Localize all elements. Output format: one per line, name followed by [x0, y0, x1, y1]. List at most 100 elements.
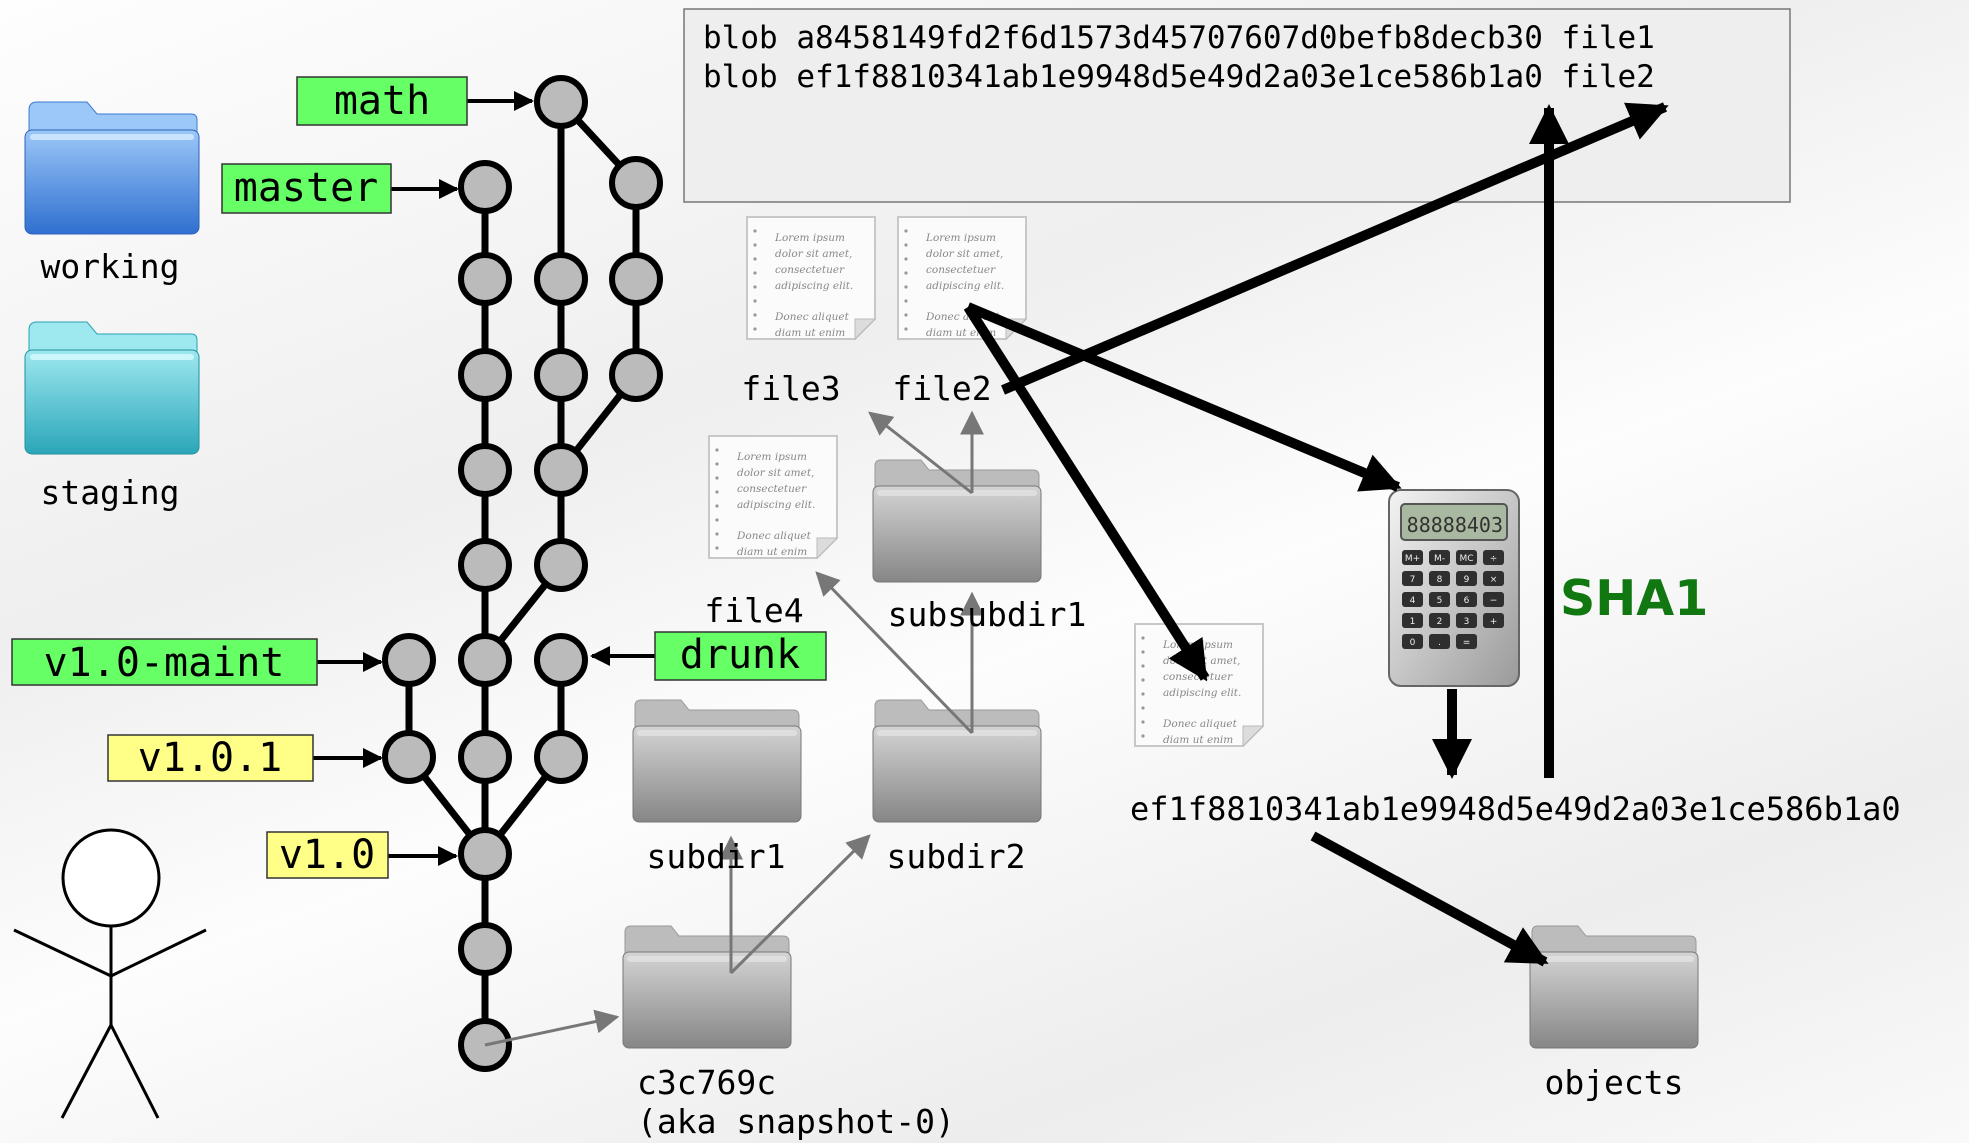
- ref-math-label: math: [334, 78, 430, 124]
- doc-text: Donec aliquet: [1162, 718, 1238, 730]
- calculator-key-label: 3: [1464, 617, 1470, 627]
- calculator-key[interactable]: 5: [1429, 592, 1450, 607]
- doc-text: adipiscing elit.: [926, 280, 1004, 292]
- calculator-key[interactable]: 3: [1456, 613, 1477, 628]
- calculator-key[interactable]: MC: [1456, 550, 1477, 565]
- doc-text: diam ut enim: [737, 546, 807, 558]
- calculator-key-label: 8: [1437, 575, 1443, 585]
- commit-alias-label: (aka snapshot-0): [637, 1102, 955, 1141]
- doc-text: adipiscing elit.: [775, 280, 853, 292]
- commit-node[interactable]: [534, 633, 588, 687]
- file4-document-icon[interactable]: Lorem ipsum dolor sit amet, consectetuer…: [708, 435, 838, 559]
- calculator-key-label: 0: [1410, 638, 1416, 648]
- ref-v1-0-maint[interactable]: v1.0-maint: [11, 638, 318, 686]
- blob-line-1: blob a8458149fd2f6d1573d45707607d0befb8d…: [703, 20, 1655, 56]
- doc-text: Lorem ipsum: [774, 232, 845, 244]
- calculator-key[interactable]: 8: [1429, 571, 1450, 586]
- commit-node[interactable]: [534, 252, 588, 306]
- subsubdir1-label: subsubdir1: [888, 595, 1087, 634]
- doc-text: dolor sit amet,: [737, 467, 814, 479]
- commit-id-label: c3c769c: [637, 1063, 776, 1102]
- commit-graph-edges: [405, 98, 640, 1049]
- calculator-key-label: 6: [1464, 596, 1470, 606]
- objects-label: objects: [1544, 1063, 1683, 1102]
- commit-node[interactable]: [458, 538, 512, 592]
- commit-node[interactable]: [534, 348, 588, 402]
- staging-label: staging: [40, 473, 179, 512]
- calculator-key[interactable]: 0: [1402, 634, 1423, 649]
- doc-text: Donec aliquet: [736, 530, 812, 542]
- doc-text: Donec aliquet: [774, 311, 850, 323]
- commit-node[interactable]: [458, 443, 512, 497]
- ref-drunk[interactable]: drunk: [654, 631, 827, 681]
- tag-v1-0[interactable]: v1.0: [266, 831, 389, 879]
- calculator-key-label: .: [1438, 638, 1441, 648]
- commit-node[interactable]: [458, 252, 512, 306]
- calculator-key-label: 5: [1437, 596, 1443, 606]
- file3-document-icon[interactable]: Lorem ipsum dolor sit amet, consectetuer…: [746, 216, 876, 340]
- tag-v1-0-1[interactable]: v1.0.1: [107, 734, 314, 782]
- doc-text: consectetuer: [926, 264, 996, 276]
- objects-folder-icon[interactable]: [1529, 925, 1699, 1049]
- calculator-key-label: MC: [1459, 554, 1473, 564]
- calculator-key-label: M+: [1405, 554, 1420, 564]
- ref-math[interactable]: math: [296, 76, 468, 126]
- commit-tree-folder-icon[interactable]: [622, 925, 792, 1049]
- commit-node[interactable]: [458, 922, 512, 976]
- calculator-key[interactable]: +: [1483, 613, 1504, 628]
- calculator-key[interactable]: 4: [1402, 592, 1423, 607]
- commit-node[interactable]: [534, 75, 588, 129]
- commit-node[interactable]: [534, 443, 588, 497]
- calculator-key[interactable]: 1: [1402, 613, 1423, 628]
- subsubdir1-folder-icon[interactable]: [872, 459, 1042, 583]
- commit-node[interactable]: [458, 730, 512, 784]
- calculator-key[interactable]: −: [1483, 592, 1504, 607]
- commit-node[interactable]: [382, 633, 436, 687]
- calculator-key-label: ×: [1490, 575, 1498, 585]
- commit-node[interactable]: [534, 538, 588, 592]
- subdir1-folder-icon[interactable]: [632, 699, 802, 823]
- blob-line-2: blob ef1f8810341ab1e9948d5e49d2a03e1ce58…: [703, 59, 1655, 95]
- calculator-key-label: 2: [1437, 617, 1443, 627]
- commit-node[interactable]: [458, 348, 512, 402]
- file4-label: file4: [704, 591, 803, 630]
- ref-master[interactable]: master: [221, 163, 392, 214]
- commit-node[interactable]: [458, 633, 512, 687]
- user-stick-figure-icon: [13, 828, 207, 1119]
- calculator-key[interactable]: M+: [1402, 550, 1423, 565]
- calculator-key[interactable]: 2: [1429, 613, 1450, 628]
- blob-box: [683, 8, 1791, 203]
- commit-nodes: [382, 75, 663, 1072]
- commit-node[interactable]: [458, 827, 512, 881]
- calculator-keypad: M+ M- MC ÷ 7 8 9 × 4 5 6 − 1 2 3 +0. =: [1402, 550, 1504, 649]
- commit-node[interactable]: [609, 156, 663, 210]
- calculator-key[interactable]: ×: [1483, 571, 1504, 586]
- commit-node[interactable]: [609, 348, 663, 402]
- calculator-key[interactable]: =: [1456, 634, 1477, 649]
- commit-node[interactable]: [609, 252, 663, 306]
- calculator-key[interactable]: 9: [1456, 571, 1477, 586]
- blob-document-icon[interactable]: Lorem ipsum dolor sit amet, consectetuer…: [1134, 623, 1264, 747]
- ref-drunk-label: drunk: [680, 632, 800, 678]
- working-folder-icon[interactable]: [24, 101, 200, 235]
- hash-label: ef1f8810341ab1e9948d5e49d2a03e1ce586b1a0: [1130, 790, 1901, 828]
- calculator-key[interactable]: 7: [1402, 571, 1423, 586]
- calculator-key[interactable]: 6: [1456, 592, 1477, 607]
- calculator-key-label: 4: [1410, 596, 1416, 606]
- doc-text: diam ut enim: [775, 327, 845, 339]
- doc-text: diam ut enim: [1163, 734, 1233, 746]
- calculator-key[interactable]: M-: [1429, 550, 1450, 565]
- commit-node[interactable]: [382, 730, 436, 784]
- staging-folder-icon[interactable]: [24, 321, 200, 455]
- calculator-key[interactable]: ÷: [1483, 550, 1504, 565]
- commit-node[interactable]: [458, 160, 512, 214]
- ref-v1-0-maint-label: v1.0-maint: [44, 640, 285, 686]
- calculator-key-label: 9: [1464, 575, 1470, 585]
- doc-text: Lorem ipsum: [736, 451, 807, 463]
- file3-label: file3: [741, 369, 840, 408]
- commit-node[interactable]: [534, 730, 588, 784]
- calculator-key[interactable]: .: [1429, 634, 1450, 649]
- doc-text: consectetuer: [775, 264, 845, 276]
